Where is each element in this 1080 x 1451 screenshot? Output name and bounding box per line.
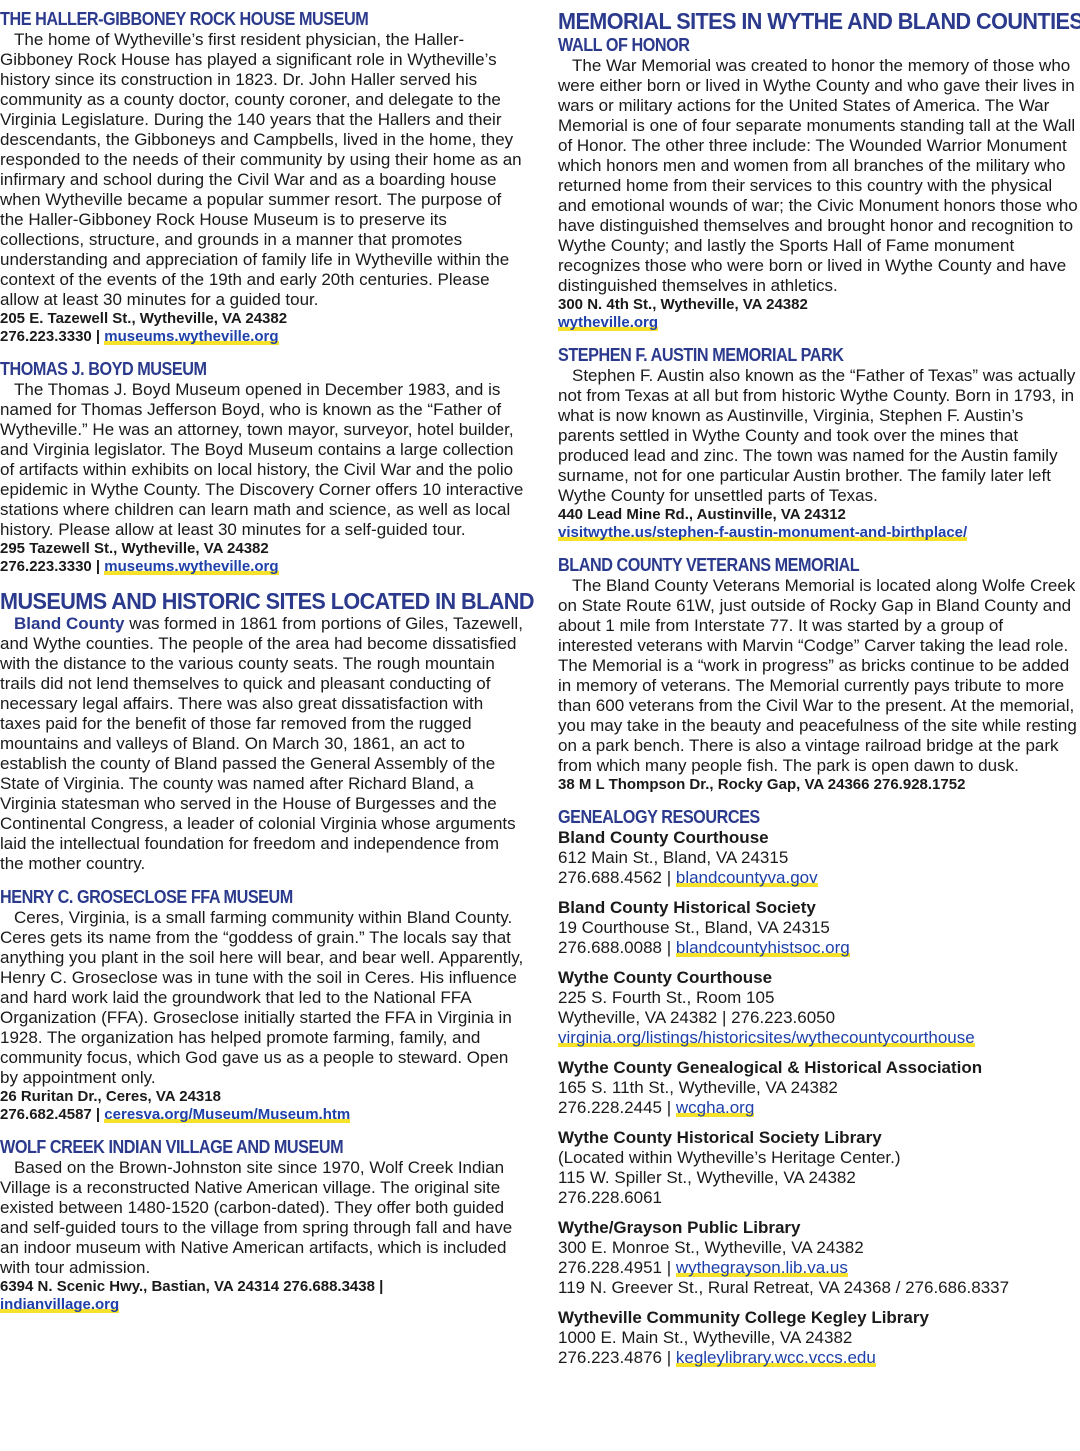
- lead-text: Bland County: [14, 614, 125, 633]
- section-heading: MUSEUMS AND HISTORIC SITES LOCATED IN BL…: [0, 588, 534, 614]
- entry-contact: virginia.org/listings/historicsites/wyth…: [558, 1028, 1078, 1048]
- entry-line: 19 Courthouse St., Bland, VA 24315: [558, 918, 830, 937]
- section-groseclose: HENRY C. GROSECLOSE FFA MUSEUM Ceres, Vi…: [0, 886, 524, 1124]
- website-link[interactable]: blandcountyhistsoc.org: [675, 938, 850, 957]
- section-haller-gibboney: THE HALLER-GIBBONEY ROCK HOUSE MUSEUM Th…: [0, 8, 524, 346]
- entry-name: Wytheville Community College Kegley Libr…: [558, 1308, 929, 1327]
- website-link[interactable]: indianvillage.org: [0, 1296, 120, 1313]
- section-bland-sites: MUSEUMS AND HISTORIC SITES LOCATED IN BL…: [0, 588, 534, 874]
- entry-line: 276.228.6061: [558, 1188, 662, 1207]
- entry-name: Wythe County Courthouse: [558, 968, 773, 987]
- entry-line: 1000 E. Main St., Wytheville, VA 24382: [558, 1328, 853, 1347]
- entry-contact: 276.688.0088 | blandcountyhistsoc.org: [558, 938, 1078, 958]
- genealogy-entry: Wythe County Historical Society Library …: [558, 1128, 1078, 1208]
- section-veterans-memorial: BLAND COUNTY VETERANS MEMORIAL The Bland…: [558, 554, 1078, 794]
- phone: 276.688.0088 |: [558, 938, 676, 957]
- entry-name: Wythe/Grayson Public Library: [558, 1218, 801, 1237]
- section-austin-park: STEPHEN F. AUSTIN MEMORIAL PARK Stephen …: [558, 344, 1078, 542]
- contact-line: 276.682.4587 | ceresva.org/Museum/Museum…: [0, 1106, 524, 1124]
- website-link[interactable]: blandcountyva.gov: [675, 868, 818, 887]
- section-memorial-sites: MEMORIAL SITES IN WYTHE AND BLAND COUNTI…: [558, 8, 1080, 332]
- phone: 276.223.4876 |: [558, 1348, 676, 1367]
- phone: 276.682.4587 |: [0, 1106, 105, 1123]
- section-heading: HENRY C. GROSECLOSE FFA MUSEUM: [0, 887, 293, 907]
- body-text: was formed in 1861 from portions of Gile…: [0, 614, 523, 873]
- entry-contact: 276.223.4876 | kegleylibrary.wcc.vccs.ed…: [558, 1348, 1078, 1368]
- contact-line: 276.223.3330 | museums.wytheville.org: [0, 558, 524, 576]
- website-link[interactable]: wythegrayson.lib.va.us: [675, 1258, 848, 1277]
- website-link[interactable]: wcgha.org: [675, 1098, 755, 1117]
- section-body: The War Memorial was created to honor th…: [558, 56, 1078, 295]
- genealogy-entry: Wythe/Grayson Public Library 300 E. Monr…: [558, 1218, 1078, 1298]
- address: 295 Tazewell St., Wytheville, VA 24382: [0, 540, 269, 557]
- entry-contact: 276.228.4951 | wythegrayson.lib.va.us: [558, 1258, 1078, 1278]
- website-link[interactable]: wytheville.org: [558, 314, 659, 331]
- section-heading: BLAND COUNTY VETERANS MEMORIAL: [558, 555, 860, 575]
- phone: 276.228.4951 |: [558, 1258, 676, 1277]
- website-link[interactable]: museums.wytheville.org: [104, 328, 279, 345]
- genealogy-entry: Bland County Historical Society 19 Court…: [558, 898, 1078, 958]
- entry-line: 115 W. Spiller St., Wytheville, VA 24382: [558, 1168, 856, 1187]
- entry-line: 225 S. Fourth St., Room 105: [558, 988, 775, 1007]
- section-subheading: WALL OF HONOR: [558, 35, 690, 55]
- section-body: The Bland County Veterans Memorial is lo…: [558, 576, 1077, 775]
- entry-name: Bland County Courthouse: [558, 828, 769, 847]
- entry-line: 119 N. Greever St., Rural Retreat, VA 24…: [558, 1278, 1010, 1297]
- genealogy-entry: Bland County Courthouse 612 Main St., Bl…: [558, 828, 1078, 888]
- entry-name: Wythe County Genealogical & Historical A…: [558, 1058, 983, 1077]
- section-heading: WOLF CREEK INDIAN VILLAGE AND MUSEUM: [0, 1137, 344, 1157]
- contact-line: visitwythe.us/stephen-f-austin-monument-…: [558, 524, 1078, 542]
- address: 205 E. Tazewell St., Wytheville, VA 2438…: [0, 310, 288, 327]
- entry-name: Bland County Historical Society: [558, 898, 816, 917]
- phone: 276.228.2445 |: [558, 1098, 676, 1117]
- section-body: Based on the Brown-Johnston site since 1…: [0, 1158, 513, 1277]
- right-column: MEMORIAL SITES IN WYTHE AND BLAND COUNTI…: [558, 8, 1080, 1380]
- address: 26 Ruritan Dr., Ceres, VA 24318: [0, 1088, 221, 1105]
- entry-line: 612 Main St., Bland, VA 24315: [558, 848, 789, 867]
- genealogy-entry: Wythe County Genealogical & Historical A…: [558, 1058, 1078, 1118]
- section-wolf-creek: WOLF CREEK INDIAN VILLAGE AND MUSEUM Bas…: [0, 1136, 524, 1314]
- contact-line: indianvillage.org: [0, 1296, 524, 1314]
- section-genealogy: GENEALOGY RESOURCES Bland County Courtho…: [558, 806, 1078, 1368]
- section-heading: STEPHEN F. AUSTIN MEMORIAL PARK: [558, 345, 844, 365]
- section-body: Stephen F. Austin also known as the “Fat…: [558, 366, 1076, 505]
- address: 38 M L Thompson Dr., Rocky Gap, VA 24366…: [558, 776, 966, 793]
- website-link[interactable]: visitwythe.us/stephen-f-austin-monument-…: [558, 524, 968, 541]
- address: 6394 N. Scenic Hwy., Bastian, VA 24314 2…: [0, 1278, 384, 1295]
- website-link[interactable]: virginia.org/listings/historicsites/wyth…: [558, 1028, 975, 1047]
- section-body: Ceres, Virginia, is a small farming comm…: [0, 908, 524, 1087]
- entry-line: 165 S. 11th St., Wytheville, VA 24382: [558, 1078, 838, 1097]
- address: 440 Lead Mine Rd., Austinville, VA 24312: [558, 506, 846, 523]
- section-body: The home of Wytheville’s first resident …: [0, 30, 522, 309]
- entry-contact: 276.228.2445 | wcgha.org: [558, 1098, 1078, 1118]
- phone: 276.223.3330 |: [0, 558, 105, 575]
- section-heading: THOMAS J. BOYD MUSEUM: [0, 359, 207, 379]
- genealogy-entry: Wytheville Community College Kegley Libr…: [558, 1308, 1078, 1368]
- section-body: The Thomas J. Boyd Museum opened in Dece…: [0, 380, 524, 539]
- contact-line: wytheville.org: [558, 314, 1078, 332]
- genealogy-entry: Wythe County Courthouse 225 S. Fourth St…: [558, 968, 1078, 1048]
- section-body: Bland County was formed in 1861 from por…: [0, 614, 524, 874]
- section-heading: THE HALLER-GIBBONEY ROCK HOUSE MUSEUM: [0, 9, 369, 29]
- website-link[interactable]: museums.wytheville.org: [104, 558, 279, 575]
- entry-line: Wytheville, VA 24382 | 276.223.6050: [558, 1008, 836, 1027]
- section-heading: MEMORIAL SITES IN WYTHE AND BLAND COUNTI…: [558, 8, 1080, 34]
- entry-line: (Located within Wytheville’s Heritage Ce…: [558, 1148, 901, 1167]
- section-heading: GENEALOGY RESOURCES: [558, 807, 760, 827]
- phone: 276.223.3330 |: [0, 328, 105, 345]
- address: 300 N. 4th St., Wytheville, VA 24382: [558, 296, 808, 313]
- section-boyd-museum: THOMAS J. BOYD MUSEUM The Thomas J. Boyd…: [0, 358, 524, 576]
- left-column: THE HALLER-GIBBONEY ROCK HOUSE MUSEUM Th…: [0, 8, 534, 1326]
- website-link[interactable]: ceresva.org/Museum/Museum.htm: [104, 1106, 351, 1123]
- entry-name: Wythe County Historical Society Library: [558, 1128, 882, 1147]
- contact-line: 276.223.3330 | museums.wytheville.org: [0, 328, 524, 346]
- website-link[interactable]: kegleylibrary.wcc.vccs.edu: [675, 1348, 876, 1367]
- entry-contact: 276.688.4562 | blandcountyva.gov: [558, 868, 1078, 888]
- entry-line: 300 E. Monroe St., Wytheville, VA 24382: [558, 1238, 864, 1257]
- phone: 276.688.4562 |: [558, 868, 676, 887]
